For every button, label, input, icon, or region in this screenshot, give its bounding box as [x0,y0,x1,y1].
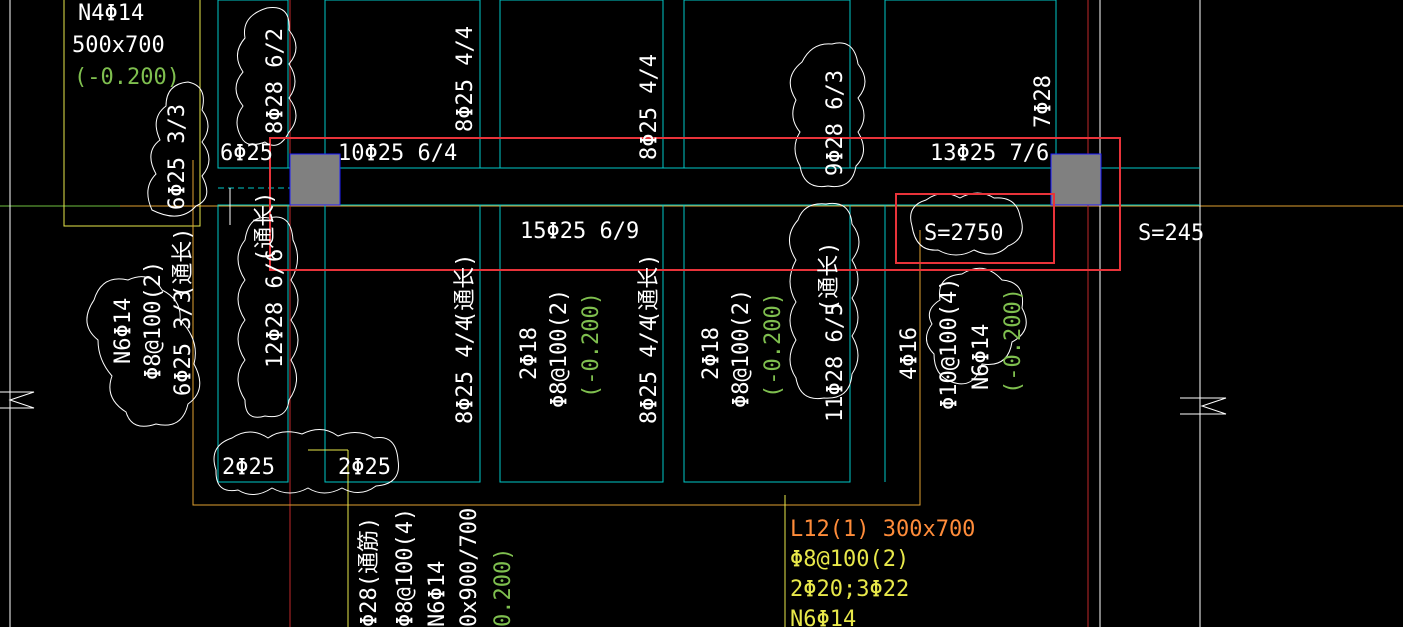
rebar-12628-66-label: 12Φ28 6/6 [263,249,288,368]
revision-clouds [86,6,1027,495]
cloud-stirrups-right [926,267,1027,385]
tong-chang-label-b: (通长) [171,228,196,299]
elev-a-label: (-0.200) [579,292,604,398]
panel-top-5 [884,0,1057,169]
rebar-6625-33b-label: 6Φ25 3/3 [171,290,196,396]
bottom-rebar-label: Φ28(通筋) [357,517,382,627]
cloud-left-column [147,81,210,217]
rebar-8628-62-label: 8Φ28 6/2 [263,28,288,134]
vertical-labels: 6Φ25 3/3 8Φ28 6/2 (通长) 8Φ25 4/4 8Φ25 4/4… [111,26,1056,627]
rebar-6625-33-label: 6Φ25 3/3 [165,104,190,210]
columns [289,153,1102,206]
highlight-s2750[interactable] [895,193,1055,264]
tong-chang-label-d: (通长) [637,254,662,325]
panel-top-4 [683,0,851,169]
bottom-stirrup-label: Φ8@100(4) [393,508,418,627]
bottom-elev-label: 0.200) [491,548,516,627]
cloud-right-upper [789,42,866,188]
rebar-13625-label: 13Φ25 7/6 [930,141,1049,166]
elev-b-label: (-0.200) [761,292,786,398]
tong-chang-label-e: (通长) [817,242,842,313]
beam-l12-stirrup-label: Φ8@100(2) [790,547,909,572]
span-s2750-label: S=2750 [924,221,1003,246]
beam-l12-name-label: L12(1) 300x700 [790,517,975,542]
column-size-label: 500x700 [72,33,165,58]
break-symbols [0,391,1227,415]
cloud-right-lower [789,202,860,400]
column-elevation-label: (-0.200) [74,65,180,90]
panel-bot-2 [324,204,481,483]
column-rebar-label: N4Φ14 [78,1,144,26]
rebar-8625-44-bot-c-label: 8Φ25 4/4 [453,318,478,424]
bottom-n6-label: N6Φ14 [425,561,450,627]
cloud-mid-left [237,216,299,418]
rebar-11628-65-label: 11Φ28 6/5 [823,303,848,422]
panel-bot-3 [499,204,664,483]
rebar-8625-44-top-a-label: 8Φ25 4/4 [453,26,478,132]
rebar-2618-a-label: 2Φ18 [517,327,542,380]
beam-l12-rebar-label: 2Φ20;3Φ22 [790,577,909,602]
beam-outline-bottom [192,160,921,506]
span-s245-label: S=245 [1138,221,1204,246]
column-outline-left [63,0,201,227]
rebar-15625-label: 15Φ25 6/9 [520,219,639,244]
beam-l12-n6-label: N6Φ14 [790,607,856,627]
yellow-outlines [63,0,921,627]
stirrup-left-label: Φ8@100(2) [141,261,166,380]
rebar-9628-63-label: 9Φ28 6/3 [823,70,848,176]
highlight-boxes [269,137,1121,271]
rebar-2618-b-label: 2Φ18 [699,327,724,380]
elev-c-label: (-0.200) [1001,288,1026,394]
rebar-6625-label: 6Φ25 [220,141,273,166]
cloud-top-left [235,6,297,146]
column-n6-right-label: N6Φ14 [969,324,994,390]
cloud-stirrups-left [86,276,201,427]
rebar-2625-left-label: 2Φ25 [222,455,275,480]
tong-chang-label-a: (通长) [253,192,278,263]
beam-outlines [217,0,1200,483]
rebar-2625-right-label: 2Φ25 [338,455,391,480]
bottom-size-label: 0x900/700 [457,508,482,627]
column-right[interactable] [1050,153,1102,206]
column-left[interactable] [289,153,341,206]
panel-top-1 [217,0,289,169]
cloud-bottom-2625 [213,429,400,495]
rebar-8625-44-top-b-label: 8Φ25 4/4 [637,54,662,160]
horizontal-labels: N4Φ14 500x700 (-0.200) 6Φ25 10Φ25 6/4 13… [72,1,1204,627]
highlight-beam-span[interactable] [269,137,1121,271]
stirrup-4-label: Φ10@100(4) [937,278,962,410]
panel-bot-4 [683,204,851,483]
rebar-8625-44-bot-d-label: 8Φ25 4/4 [637,318,662,424]
rebar-10625-label: 10Φ25 6/4 [338,141,457,166]
panel-top-3 [499,0,664,169]
break-symbol-left [0,391,35,409]
panel-top-2 [324,0,481,169]
rebar-7628-label: 7Φ28 [1031,75,1056,128]
rebar-4616-label: 4Φ16 [897,327,922,380]
stirrup-b-label: Φ8@100(2) [729,289,754,408]
tong-chang-label-c: (通长) [453,254,478,325]
panel-bot-1 [217,204,289,483]
break-symbol-right [1180,397,1227,415]
stirrup-a-label: Φ8@100(2) [547,289,572,408]
column-n6-left-label: N6Φ14 [111,298,136,364]
